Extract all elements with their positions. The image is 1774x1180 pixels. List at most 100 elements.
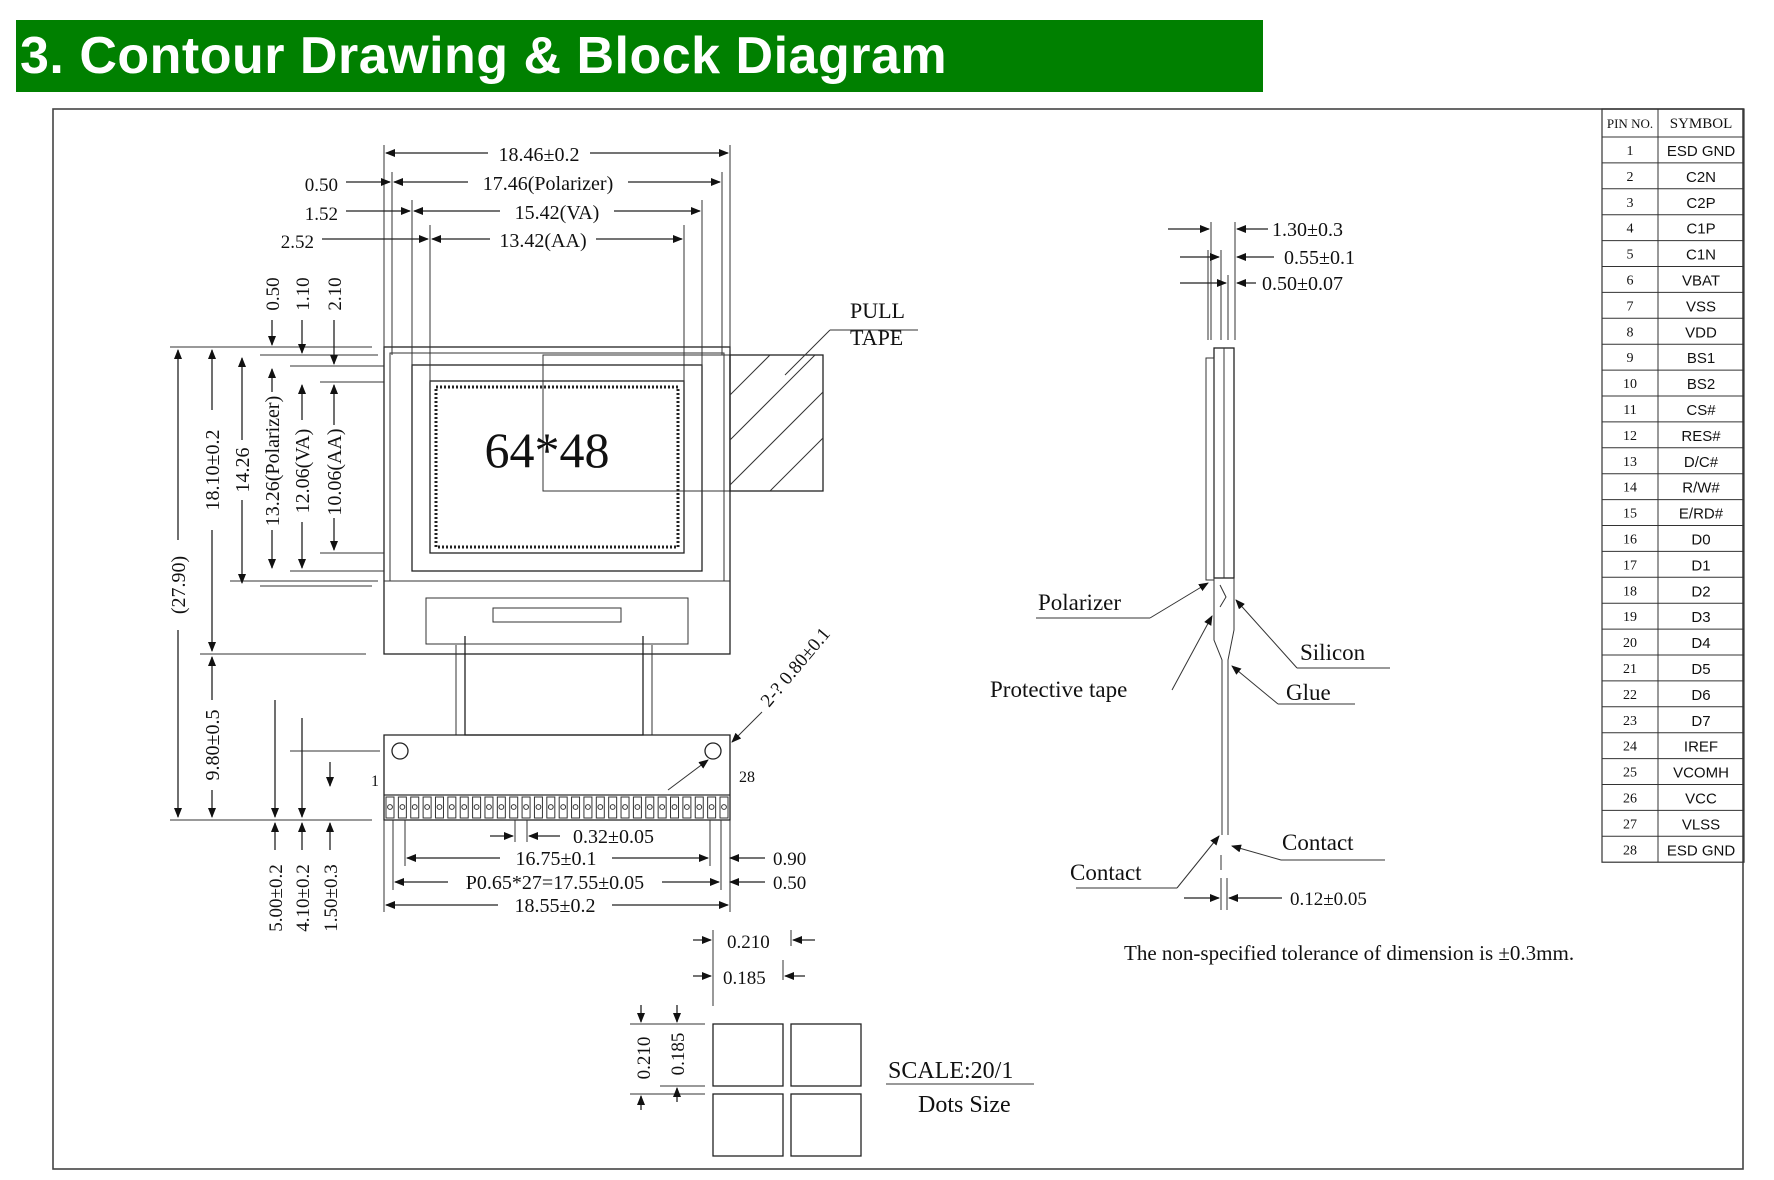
fpc-pin bbox=[694, 796, 704, 819]
label-contact-right: Contact bbox=[1282, 830, 1354, 855]
label-glue: Glue bbox=[1286, 680, 1331, 705]
dim-module-width: 18.46±0.2 bbox=[499, 144, 580, 166]
fpc-pin bbox=[472, 796, 482, 819]
dim-right-050: 0.50 bbox=[773, 873, 806, 894]
active-area bbox=[434, 385, 680, 549]
dim-bottom-150: 1.50±0.3 bbox=[321, 864, 342, 931]
pin-symbol: D/C# bbox=[1684, 454, 1719, 471]
fpc-pin bbox=[632, 796, 642, 819]
pin-symbol: CS# bbox=[1686, 402, 1716, 419]
viewing-area bbox=[429, 380, 685, 554]
fpc-pin-dot bbox=[411, 804, 418, 810]
fpc-pins bbox=[384, 794, 730, 819]
dot-height-total: 0.210 bbox=[634, 1037, 655, 1080]
pin-number: 8 bbox=[1627, 325, 1634, 340]
fpc-pin bbox=[422, 796, 432, 819]
mount-hole-left bbox=[391, 742, 409, 760]
dim-top-110: 1.10 bbox=[293, 277, 314, 310]
pin-number: 1 bbox=[1627, 144, 1634, 159]
dim-tail-width: 18.55±0.2 bbox=[515, 895, 596, 917]
dim-total-height: (27.90) bbox=[168, 556, 190, 614]
dim-pin-span: 16.75±0.1 bbox=[516, 848, 597, 870]
dim-tail-height: 9.80±0.5 bbox=[202, 710, 224, 781]
fpc-pin bbox=[447, 796, 457, 819]
dim-bottom-500: 5.00±0.2 bbox=[266, 864, 287, 931]
pin-symbol: E/RD# bbox=[1679, 506, 1724, 523]
top-dimensions: 18.46±0.2 17.46(Polarizer) 0.50 15.42(VA… bbox=[281, 144, 731, 382]
polarizer-area bbox=[411, 364, 703, 572]
pin-symbol: VCOMH bbox=[1673, 765, 1729, 782]
fpc-pin bbox=[533, 796, 543, 819]
pin-table-header-symbol: SYMBOL bbox=[1670, 116, 1733, 132]
side-polarizer bbox=[1205, 357, 1215, 581]
fpc-pin bbox=[657, 796, 667, 819]
fpc-pin bbox=[707, 796, 717, 819]
pin-symbol: D4 bbox=[1691, 635, 1710, 652]
dim-polarizer-height: 13.26(Polarizer) bbox=[262, 396, 284, 527]
fpc-pin-dot bbox=[448, 804, 455, 810]
display-resolution-label: 64*48 bbox=[485, 422, 610, 478]
fpc-pin-dot bbox=[473, 804, 480, 810]
side-fpc bbox=[1213, 578, 1235, 835]
side-dim-total: 1.30±0.3 bbox=[1272, 219, 1343, 241]
driver-ic-area bbox=[425, 597, 689, 645]
fpc-pin bbox=[583, 796, 593, 819]
pin-symbol: D5 bbox=[1691, 661, 1710, 678]
fpc-pin bbox=[595, 796, 605, 819]
front-view: PULL TAPE 64*48 18.46±0.2 17.46(Polarize… bbox=[168, 144, 918, 932]
fpc-pin-dot bbox=[387, 804, 393, 810]
pin-symbol: C2P bbox=[1686, 195, 1715, 212]
fpc-pin bbox=[410, 796, 420, 819]
tolerance-note: The non-specified tolerance of dimension… bbox=[1124, 941, 1574, 965]
pin-number: 14 bbox=[1623, 481, 1637, 496]
pin-number: 22 bbox=[1623, 688, 1637, 703]
pin-number: 19 bbox=[1623, 610, 1637, 625]
pin-number: 21 bbox=[1623, 662, 1637, 677]
dim-bottom-410: 4.10±0.2 bbox=[293, 864, 314, 931]
label-silicon: Silicon bbox=[1300, 640, 1366, 665]
dot-2 bbox=[790, 1023, 862, 1087]
pin-symbol: D2 bbox=[1691, 583, 1710, 600]
pin-number: 7 bbox=[1627, 299, 1634, 314]
pin-number: 4 bbox=[1627, 222, 1634, 237]
section-title: 3. Contour Drawing & Block Diagram bbox=[20, 27, 948, 85]
pin-number: 28 bbox=[1623, 843, 1637, 858]
dot-4 bbox=[790, 1093, 862, 1157]
pin-symbol: C1N bbox=[1686, 247, 1716, 264]
pin-number: 3 bbox=[1627, 196, 1634, 211]
label-contact-left: Contact bbox=[1070, 860, 1142, 885]
pin-symbol: RES# bbox=[1681, 428, 1721, 445]
fpc-pin-dot bbox=[696, 804, 703, 810]
pin-number: 20 bbox=[1623, 636, 1637, 651]
dot-height: 0.185 bbox=[668, 1033, 689, 1076]
pin-symbol: D6 bbox=[1691, 687, 1710, 704]
fpc-pin bbox=[459, 796, 469, 819]
pin-number: 25 bbox=[1623, 766, 1637, 781]
dim-glass-height: 14.26 bbox=[232, 448, 254, 493]
pin-number: 6 bbox=[1627, 274, 1634, 289]
pin-number: 16 bbox=[1623, 533, 1637, 548]
dim-va-width: 15.42(VA) bbox=[515, 202, 600, 224]
dots-size-detail: 0.210 0.185 0.210 0.185 SCALE:20/1 Dots … bbox=[630, 930, 1034, 1157]
dim-pitch: P0.65*27=17.55±0.05 bbox=[466, 872, 644, 894]
dim-polarizer-width: 17.46(Polarizer) bbox=[483, 173, 614, 195]
dim-module-height: 18.10±0.2 bbox=[202, 430, 224, 511]
fpc-pin bbox=[496, 796, 506, 819]
dim-right-090: 0.90 bbox=[773, 849, 806, 870]
fpc-pin-dot bbox=[498, 804, 505, 810]
left-dimensions: (27.90) 18.10±0.2 9.80±0.5 14.26 13.26(P… bbox=[168, 277, 384, 932]
fpc-pin bbox=[620, 796, 630, 819]
fpc-pin-dot bbox=[436, 804, 443, 810]
pin-symbol: IREF bbox=[1684, 739, 1718, 756]
pin-symbol: VBAT bbox=[1682, 273, 1720, 290]
pull-tape: PULL TAPE bbox=[542, 298, 918, 492]
fpc-pin-dot bbox=[622, 804, 628, 810]
dim-top-050: 0.50 bbox=[263, 277, 284, 310]
dim-offset-252: 2.52 bbox=[281, 232, 314, 253]
section-title-banner: 3. Contour Drawing & Block Diagram bbox=[16, 20, 1263, 92]
pin-symbol: R/W# bbox=[1682, 480, 1720, 497]
fpc-pin bbox=[571, 796, 581, 819]
pin-number: 11 bbox=[1623, 403, 1636, 418]
